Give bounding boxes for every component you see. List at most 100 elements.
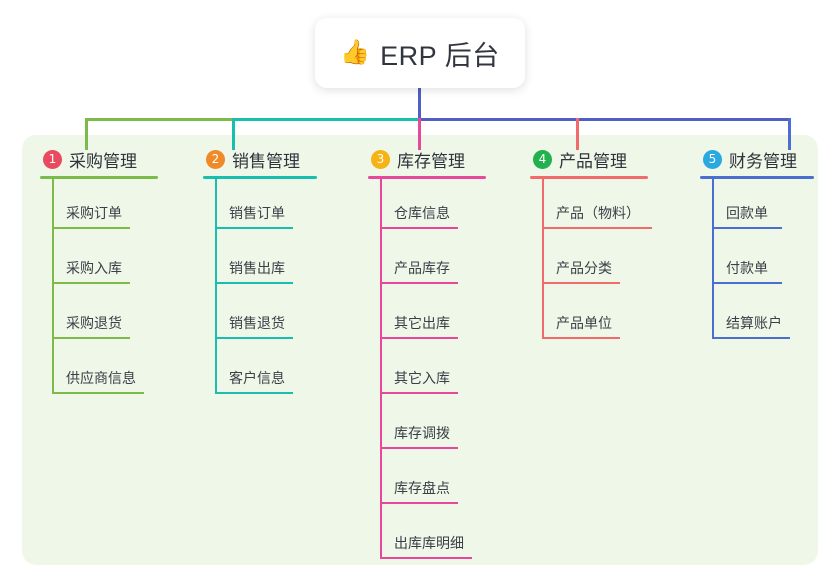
branch-items: 回款单付款单结算账户 [700,178,797,343]
leaf-item[interactable]: 产品库存 [368,233,465,288]
leaf-item[interactable]: 产品分类 [530,233,627,288]
leaf-item-label: 销售出库 [229,260,285,276]
branch-spine [52,178,54,394]
branch-number-badge: 1 [43,149,62,169]
branch-spine [215,178,217,394]
leaf-item-underline [380,227,458,229]
branch-column-4: 4 产品管理产品（物料） 产品分类产品单位 [530,146,652,343]
leaf-item[interactable]: 库存调拨 [368,398,465,453]
leaf-item-label: 库存盘点 [394,480,450,496]
branch-column-5: 5 财务管理回款单付款单结算账户 [700,146,814,343]
leaf-item[interactable]: 采购退货 [40,288,137,343]
root-node[interactable]: 👍 ERP 后台 [315,18,525,88]
branch-spine [542,178,544,339]
branch-number-badge: 2 [206,149,225,169]
leaf-item-underline [712,282,782,284]
leaf-item-label: 产品分类 [556,260,612,276]
leaf-item[interactable]: 供应商信息 [40,343,144,398]
leaf-item-label: 客户信息 [229,370,285,386]
leaf-item-label: 产品库存 [394,260,450,276]
leaf-item-underline [380,392,458,394]
leaf-item-label: 库存调拨 [394,425,450,441]
leaf-item[interactable]: 产品（物料） [530,178,652,233]
leaf-item[interactable]: 库存盘点 [368,453,465,508]
leaf-item-label: 销售订单 [229,205,285,221]
leaf-item-underline [215,392,293,394]
branch-items: 采购订单采购入库采购退货供应商信息 [40,178,144,398]
leaf-item-label: 其它出库 [394,315,450,331]
leaf-item-label: 仓库信息 [394,205,450,221]
leaf-item-underline [542,227,652,229]
branch-header-4[interactable]: 4 产品管理 [530,146,648,179]
branch-title-underline [40,176,158,179]
branch-title-underline [203,176,317,179]
branch-title-underline [700,176,814,179]
leaf-item-label: 采购退货 [66,315,122,331]
leaf-item[interactable]: 回款单 [700,178,797,233]
leaf-item-label: 其它入库 [394,370,450,386]
leaf-item-label: 产品（物料） [556,205,640,221]
branch-number-badge: 3 [371,149,390,169]
root-title: ERP 后台 [380,40,500,71]
leaf-item-underline [52,227,130,229]
leaf-item[interactable]: 客户信息 [203,343,300,398]
branch-items: 产品（物料） 产品分类产品单位 [530,178,652,343]
leaf-item-label: 销售退货 [229,315,285,331]
branch-number-badge: 4 [533,149,552,169]
branch-title: 销售管理 [232,151,300,171]
branch-title: 产品管理 [559,151,627,171]
leaf-item[interactable]: 出库库明细 [368,508,472,563]
branch-title-underline [368,176,486,179]
leaf-item-underline [542,282,620,284]
branches-panel [22,135,818,565]
leaf-item-underline [712,227,782,229]
leaf-item-underline [215,282,293,284]
leaf-item-underline [380,337,458,339]
branch-title: 财务管理 [729,151,797,171]
leaf-item-underline [380,282,458,284]
leaf-item-label: 供应商信息 [66,370,136,386]
leaf-item-underline [215,227,293,229]
branch-items: 仓库信息产品库存其它出库其它入库库存调拨库存盘点出库库明细 [368,178,472,563]
leaf-item-underline [380,557,472,559]
branch-header-3[interactable]: 3 库存管理 [368,146,486,179]
leaf-item[interactable]: 其它出库 [368,288,465,343]
leaf-item-label: 采购入库 [66,260,122,276]
branch-column-2: 2 销售管理销售订单销售出库销售退货客户信息 [203,146,317,398]
leaf-item-underline [712,337,790,339]
leaf-item-underline [52,337,130,339]
leaf-item-label: 出库库明细 [394,535,464,551]
leaf-item-underline [380,502,458,504]
leaf-item[interactable]: 结算账户 [700,288,797,343]
leaf-item-label: 回款单 [726,205,768,221]
leaf-item[interactable]: 产品单位 [530,288,627,343]
branch-spine [712,178,714,339]
thumbs-up-icon: 👍 [340,39,371,66]
branch-title: 库存管理 [397,151,465,171]
leaf-item[interactable]: 采购入库 [40,233,137,288]
leaf-item[interactable]: 销售订单 [203,178,300,233]
branch-number-badge: 5 [703,149,722,169]
leaf-item[interactable]: 销售退货 [203,288,300,343]
branch-spine [380,178,382,559]
leaf-item-underline [52,392,144,394]
leaf-item-underline [215,337,293,339]
branch-column-3: 3 库存管理仓库信息产品库存其它出库其它入库库存调拨库存盘点出库库明细 [368,146,486,563]
leaf-item[interactable]: 销售出库 [203,233,300,288]
leaf-item[interactable]: 采购订单 [40,178,137,233]
leaf-item[interactable]: 仓库信息 [368,178,465,233]
branch-header-2[interactable]: 2 销售管理 [203,146,317,179]
leaf-item[interactable]: 其它入库 [368,343,465,398]
leaf-item-label: 产品单位 [556,315,612,331]
leaf-item-label: 采购订单 [66,205,122,221]
leaf-item[interactable]: 付款单 [700,233,797,288]
leaf-item-underline [52,282,130,284]
leaf-item-label: 结算账户 [726,315,782,331]
leaf-item-underline [542,337,620,339]
branch-header-5[interactable]: 5 财务管理 [700,146,814,179]
leaf-item-underline [380,447,458,449]
leaf-item-label: 付款单 [726,260,768,276]
